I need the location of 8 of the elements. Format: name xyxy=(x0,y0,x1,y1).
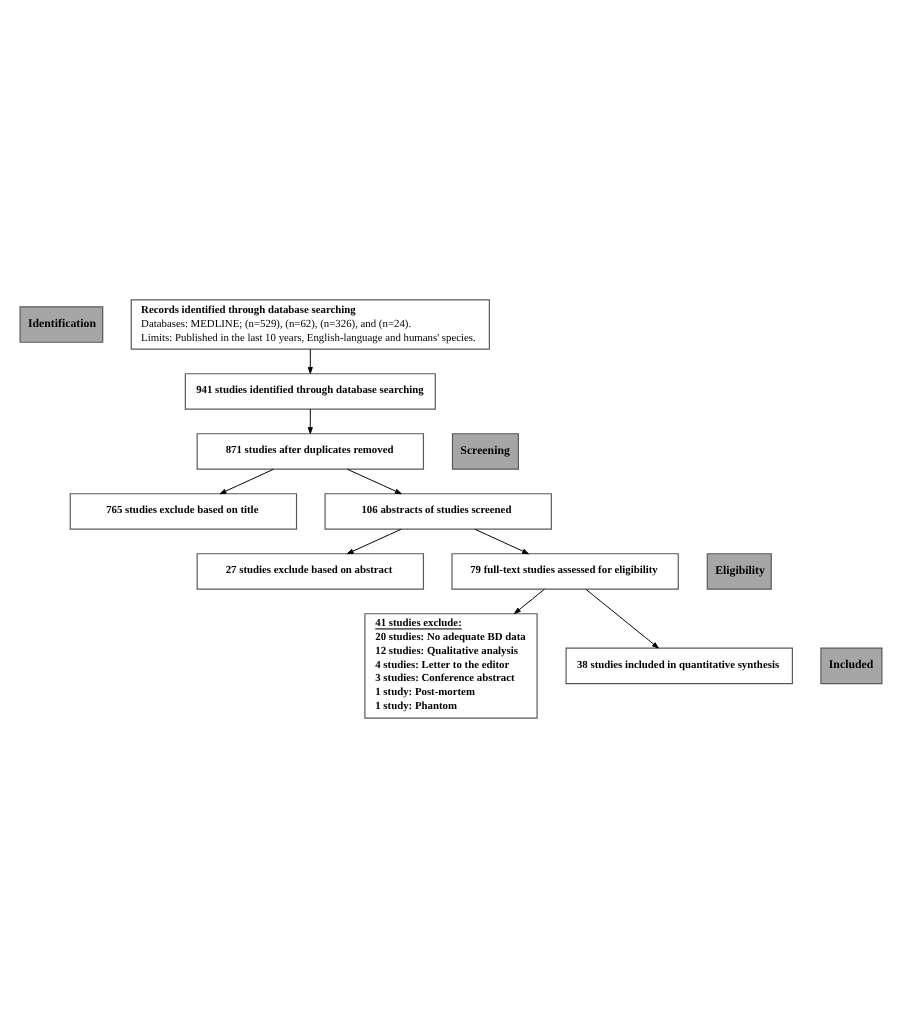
arrow xyxy=(219,468,275,495)
arrow xyxy=(346,468,402,495)
arrow xyxy=(585,588,659,649)
arrow xyxy=(514,588,545,614)
arrow xyxy=(346,528,402,555)
arrow xyxy=(307,348,313,374)
arrow xyxy=(474,528,529,555)
arrow xyxy=(307,408,313,434)
